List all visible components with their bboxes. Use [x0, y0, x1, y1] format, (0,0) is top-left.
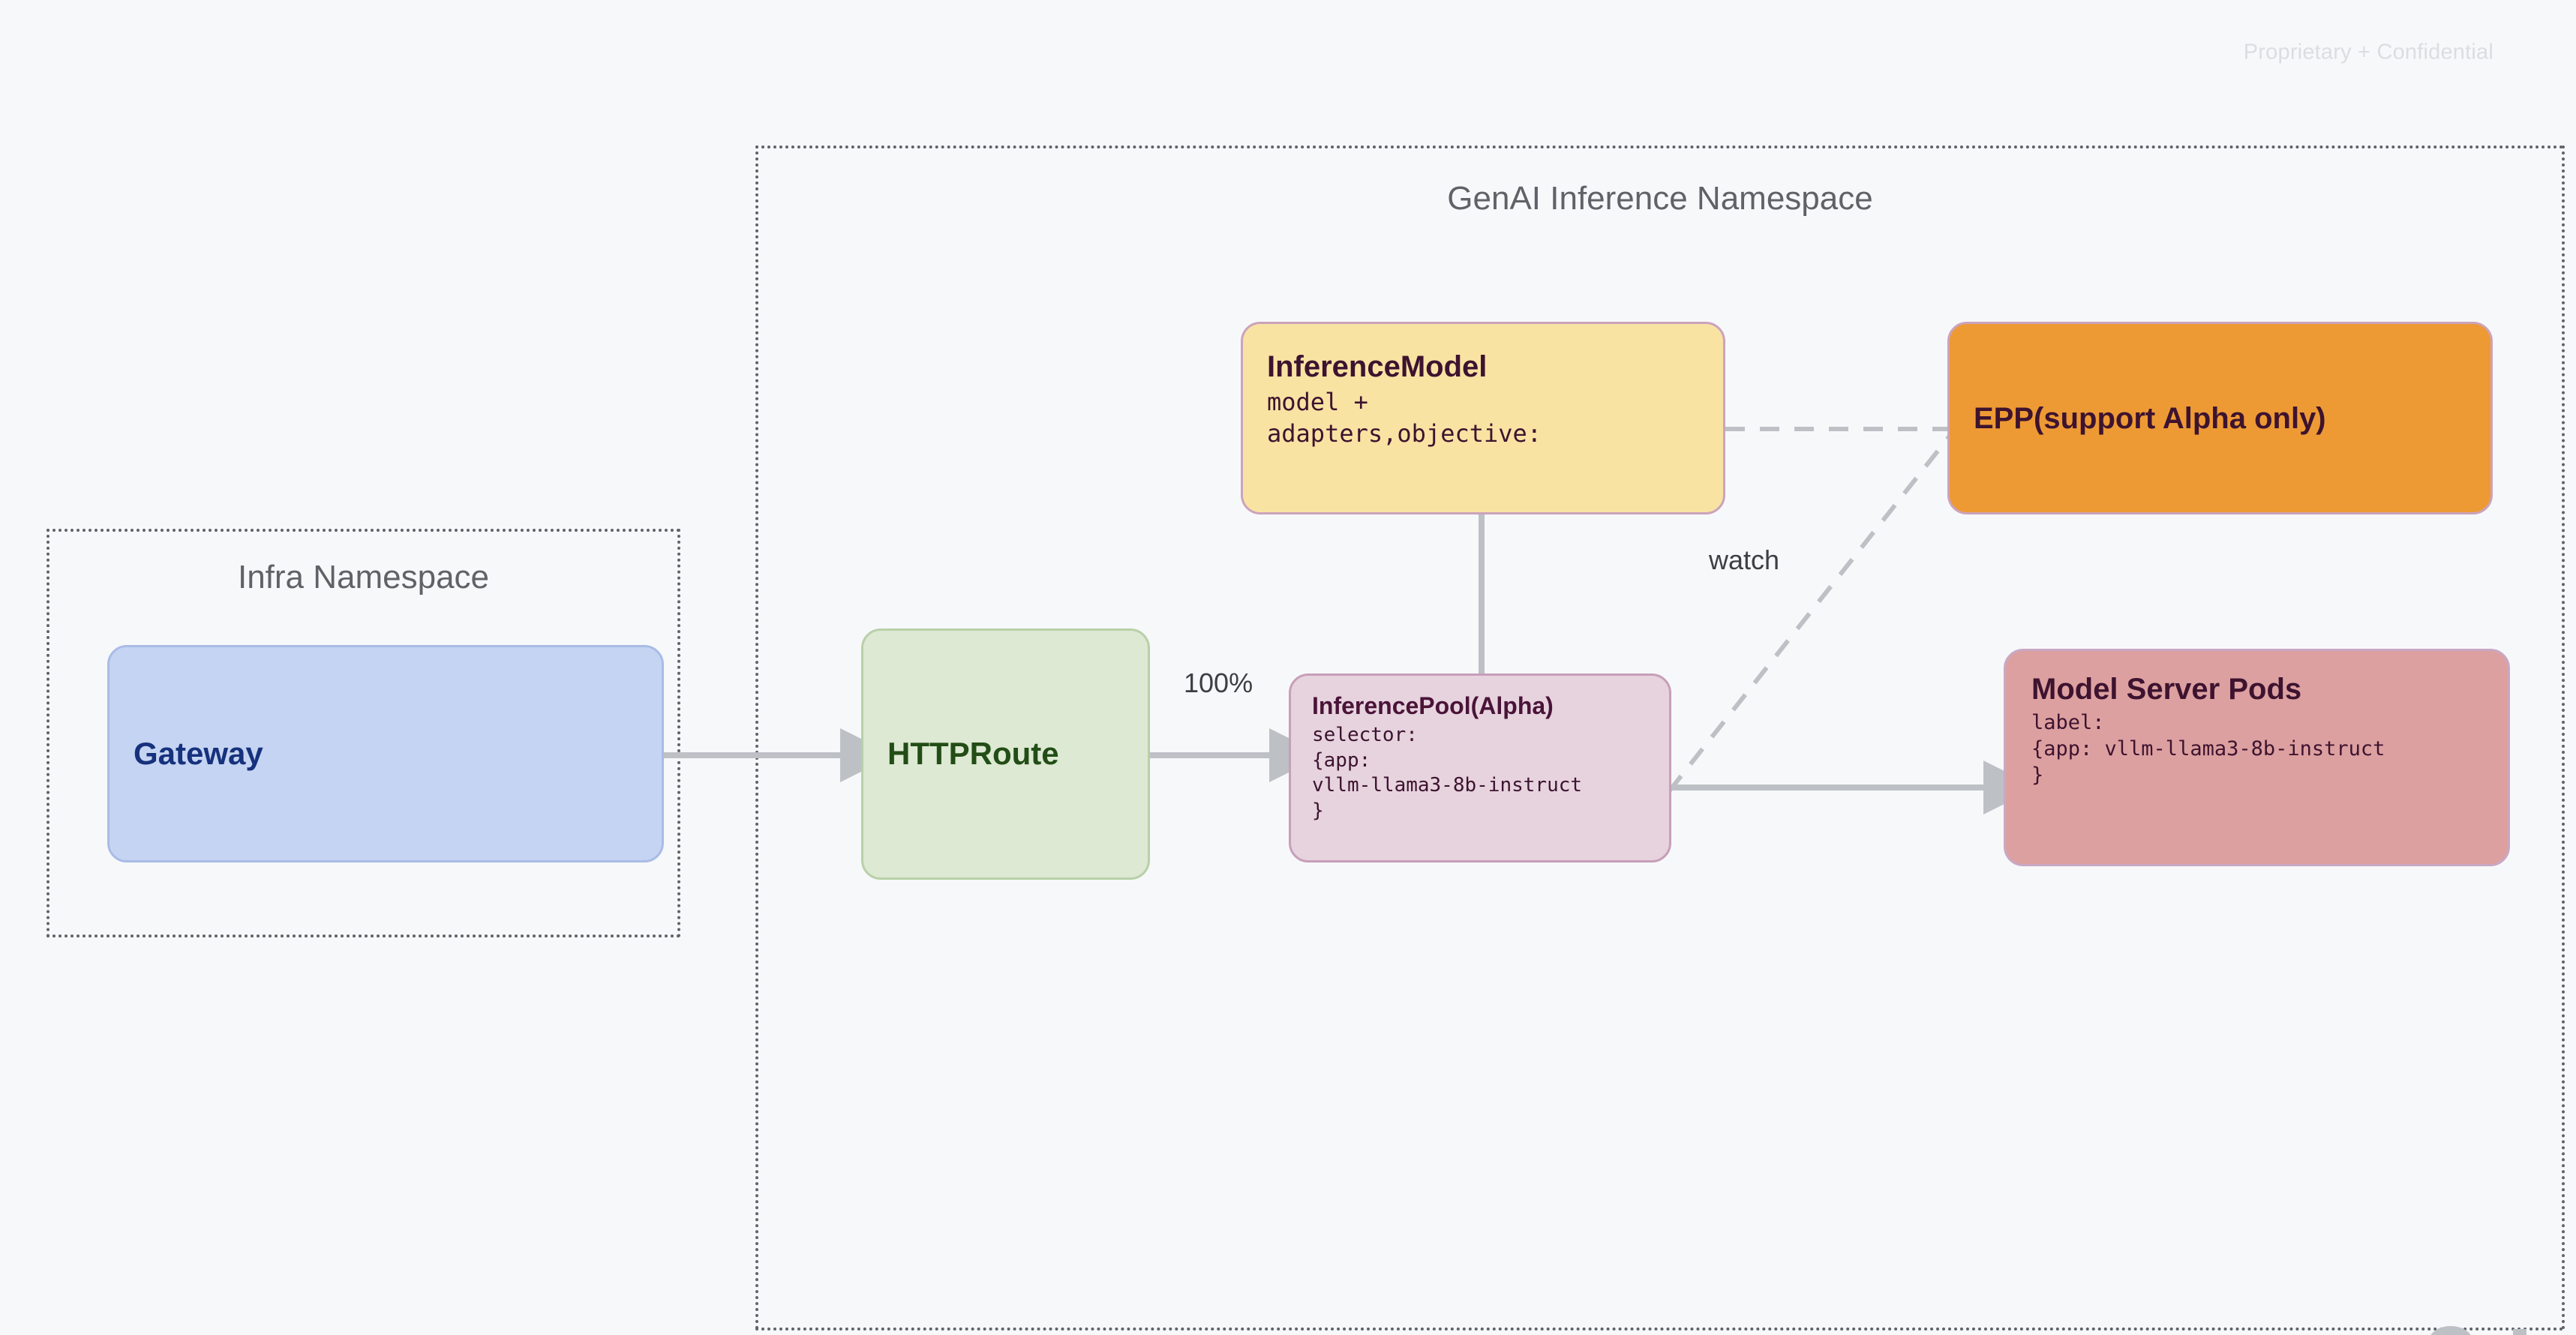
node-inferencemodel-title: InferenceModel [1267, 350, 1488, 383]
node-modelserverpods[interactable]: Model Server Pods label: {app: vllm-llam… [2004, 649, 2510, 866]
bottom-artifact-shape-2 [2513, 1329, 2526, 1335]
node-inferencemodel[interactable]: InferenceModel model + adapters,objectiv… [1241, 322, 1725, 514]
node-gateway-title: Gateway [134, 735, 263, 771]
node-httproute-title: HTTPRoute [887, 736, 1059, 772]
node-modelserverpods-subtext: label: {app: vllm-llama3-8b-instruct } [2031, 711, 2385, 788]
node-inferencemodel-subtext: model + adapters,objective: [1267, 388, 1542, 448]
node-httproute[interactable]: HTTPRoute [861, 628, 1150, 880]
edge-label-100-percent: 100% [1184, 668, 1253, 698]
node-inferencepool-title: InferencePool(Alpha) [1312, 692, 1554, 719]
node-epp[interactable]: EPP(support Alpha only) [1947, 322, 2493, 514]
bottom-edge-clipped-artifact [2423, 1324, 2573, 1335]
namespace-container-genai [755, 146, 2565, 1330]
node-gateway[interactable]: Gateway [107, 645, 664, 862]
node-inferencepool[interactable]: InferencePool(Alpha) selector: {app: vll… [1289, 674, 1671, 862]
watermark-label: Proprietary + Confidential [2243, 40, 2493, 64]
node-epp-title: EPP(support Alpha only) [1974, 401, 2326, 435]
node-modelserverpods-title: Model Server Pods [2031, 673, 2302, 706]
namespace-title-genai: GenAI Inference Namespace [1447, 180, 1873, 217]
bottom-artifact-shape-1 [2429, 1326, 2472, 1335]
node-inferencepool-subtext: selector: {app: vllm-llama3-8b-instruct … [1312, 723, 1583, 823]
namespace-container-infra [47, 529, 680, 938]
namespace-title-infra: Infra Namespace [237, 559, 490, 596]
edge-label-watch: watch [1709, 544, 1780, 575]
